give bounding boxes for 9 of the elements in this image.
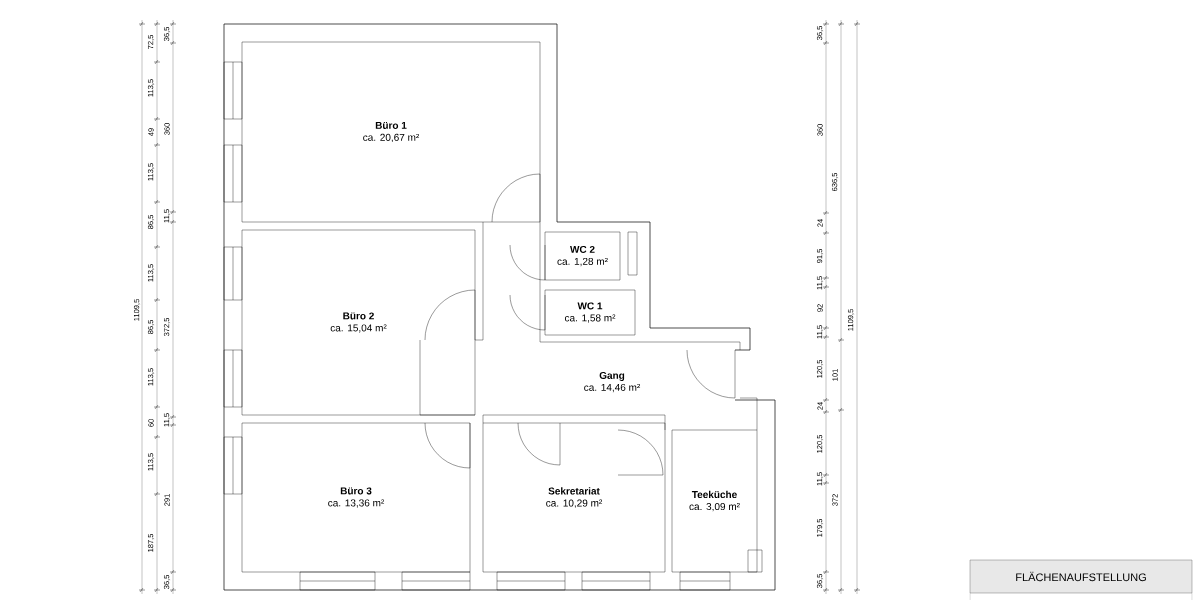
room: WC 2 ca. 1,28 m²: [544, 231, 621, 281]
room: Büro 2 ca. 15,04 m²: [241, 229, 476, 416]
table-header-cell: FLÄCHENAUFSTELLUNG: [969, 559, 1193, 594]
room-label: Gang ca. 14,46 m²: [584, 371, 641, 393]
room: Büro 1 ca. 20,67 m²: [241, 41, 541, 223]
room: WC 1 ca. 1,58 m²: [544, 289, 636, 336]
room: Teeküche ca. 3,09 m²: [671, 429, 758, 573]
room: Büro 3 ca. 13,36 m²: [241, 422, 471, 573]
room: Sekretariat ca. 10,29 m²: [482, 422, 666, 573]
